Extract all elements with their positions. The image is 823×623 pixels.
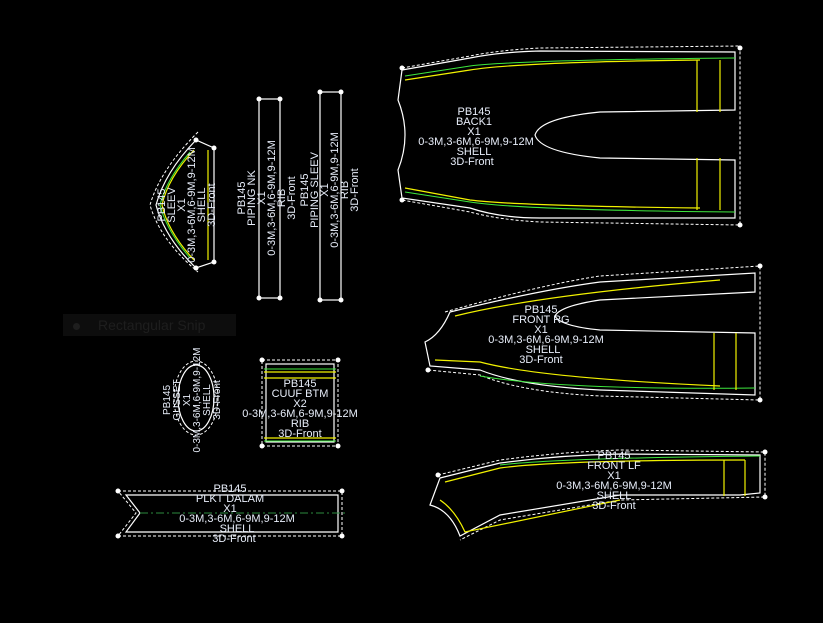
vertex-point [317, 297, 323, 303]
sleeve-label-name: SLEEV [166, 187, 178, 223]
plkt-label-style: PB145 [213, 483, 246, 495]
vertex-point [335, 357, 341, 363]
piping-sleev-label-fabric: RIB [339, 181, 351, 199]
piping-sleev-label-qty: X1 [319, 183, 331, 196]
front-lf-label-name: FRONT LF [587, 460, 641, 472]
vertex-point [259, 357, 265, 363]
piping-nk-label-style: PB145 [236, 181, 248, 214]
vertex-point [211, 145, 217, 151]
plkt-label-fabric: SHELL [220, 523, 255, 535]
cuff-label-fabric: RIB [291, 418, 309, 430]
vertex-point [762, 494, 768, 500]
front-rg-label-qty: X1 [534, 324, 547, 336]
gusset-label-qty: X1 [182, 393, 193, 406]
vertex-point [115, 533, 121, 539]
sleeve-label-view: 3D-Front [206, 183, 218, 226]
vertex-point [277, 295, 283, 301]
vertex-point [193, 137, 199, 143]
vertex-point [211, 259, 217, 265]
piece-front-lf[interactable]: PB145 FRONT LF X1 0-3M,3-6M,6-9M,9-12M S… [429, 449, 766, 541]
front-rg-label-sizes: 0-3M,3-6M,6-9M,9-12M [488, 334, 604, 346]
vertex-point [757, 397, 763, 403]
vertex-point [317, 89, 323, 95]
front-rg-label-fabric: SHELL [526, 344, 561, 356]
cuff-label-qty: X2 [293, 398, 306, 410]
sleeve-label-sizes: 0-3M,3-6M,6-9M,9-12M [186, 147, 198, 263]
vertex-point [338, 89, 344, 95]
rectangular-snip-overlay[interactable]: Rectangular Snip [63, 314, 236, 336]
vertex-point [335, 443, 341, 449]
piece-back1[interactable]: PB145 BACK1 X1 0-3M,3-6M,6-9M,9-12M SHEL… [397, 45, 741, 226]
piping-nk-label-name: PIPING NK [246, 170, 258, 226]
vertex-point [757, 263, 763, 269]
front-lf-label-qty: X1 [607, 470, 620, 482]
vertex-point [256, 295, 262, 301]
piping-nk-label-view: 3D-Front [286, 176, 298, 219]
piece-cuff-btm[interactable]: PB145 CUUF BTM X2 0-3M,3-6M,6-9M,9-12M R… [242, 359, 358, 447]
cuff-label-view: 3D-Front [278, 428, 321, 440]
vertex-point [737, 222, 743, 228]
vertex-point [737, 45, 743, 51]
front-lf-label-fabric: SHELL [597, 490, 632, 502]
front-rg-label-name: FRONT RG [512, 314, 569, 326]
piece-piping-nk[interactable]: PB145 PIPING NK X1 0-3M,3-6M,6-9M,9-12M … [236, 98, 298, 299]
piece-piping-sleev[interactable]: PB145 PIPING SLEEV X1 0-3M,3-6M,6-9M,9-1… [299, 91, 361, 301]
piping-nk-label-qty: X1 [256, 191, 268, 204]
front-lf-label-style: PB145 [597, 450, 630, 462]
vertex-point [115, 488, 121, 494]
gusset-label-view: 3D-Front [212, 380, 223, 420]
plkt-label-qty: X1 [223, 503, 236, 515]
back-label-name: BACK1 [456, 116, 492, 128]
vertex-point [762, 449, 768, 455]
piping-nk-label-sizes: 0-3M,3-6M,6-9M,9-12M [266, 140, 278, 256]
record-dot-icon [73, 322, 80, 330]
plkt-label-view: 3D-Front [212, 533, 255, 545]
front-lf-label-sizes: 0-3M,3-6M,6-9M,9-12M [556, 480, 672, 492]
gusset-label-name: GUSSET [172, 379, 183, 420]
gusset-label-fabric: SHELL [202, 384, 213, 416]
sleeve-label-qty: X1 [176, 198, 188, 211]
sleeve-label-style: PB145 [156, 188, 168, 221]
piece-plkt-dalam[interactable]: PB145 PLKT DALAM X1 0-3M,3-6M,6-9M,9-12M… [116, 483, 345, 545]
plkt-label-sizes: 0-3M,3-6M,6-9M,9-12M [179, 513, 295, 525]
piece-front-rg[interactable]: PB145 FRONT RG X1 0-3M,3-6M,6-9M,9-12M S… [424, 265, 761, 401]
piece-gusset[interactable]: PB145 GUSSET X1 0-3M,3-6M,6-9M,9-12M SHE… [162, 347, 223, 452]
vertex-point [339, 488, 345, 494]
front-rg-label-view: 3D-Front [519, 354, 562, 366]
vertex-point [399, 197, 405, 203]
sleeve-label-fabric: SHELL [196, 188, 208, 223]
vertex-point [193, 265, 199, 271]
vertex-point [338, 297, 344, 303]
vertex-point [256, 96, 262, 102]
back-label-sizes: 0-3M,3-6M,6-9M,9-12M [418, 136, 534, 148]
gusset-label-style: PB145 [162, 385, 173, 415]
piece-sleeve[interactable]: PB145 SLEEV X1 0-3M,3-6M,6-9M,9-12M SHEL… [149, 131, 218, 273]
piping-sleev-label-style: PB145 [299, 173, 311, 206]
back-label-view: 3D-Front [450, 156, 493, 168]
vertex-point [425, 367, 431, 373]
cuff-label-name: CUUF BTM [272, 388, 329, 400]
snip-label: Rectangular Snip [98, 317, 206, 333]
back-label-fabric: SHELL [457, 146, 492, 158]
back-label-qty: X1 [467, 126, 480, 138]
gusset-label-sizes: 0-3M,3-6M,6-9M,9-12M [192, 347, 203, 452]
vertex-point [277, 96, 283, 102]
front-rg-label-style: PB145 [524, 304, 557, 316]
piping-sleev-label-view: 3D-Front [349, 168, 361, 211]
vertex-point [259, 443, 265, 449]
cuff-label-style: PB145 [283, 378, 316, 390]
back-label-style: PB145 [457, 106, 490, 118]
piping-sleev-label-sizes: 0-3M,3-6M,6-9M,9-12M [329, 132, 341, 248]
vertex-point [399, 65, 405, 71]
piping-sleev-label-name: PIPING SLEEV [309, 151, 321, 227]
front-lf-label-view: 3D-Front [592, 500, 635, 512]
vertex-point [435, 472, 441, 478]
plkt-label-name: PLKT DALAM [196, 493, 264, 505]
grade-points [115, 45, 768, 539]
cuff-label-sizes: 0-3M,3-6M,6-9M,9-12M [242, 408, 358, 420]
vertex-point [339, 533, 345, 539]
piping-nk-label-fabric: RIB [276, 189, 288, 207]
